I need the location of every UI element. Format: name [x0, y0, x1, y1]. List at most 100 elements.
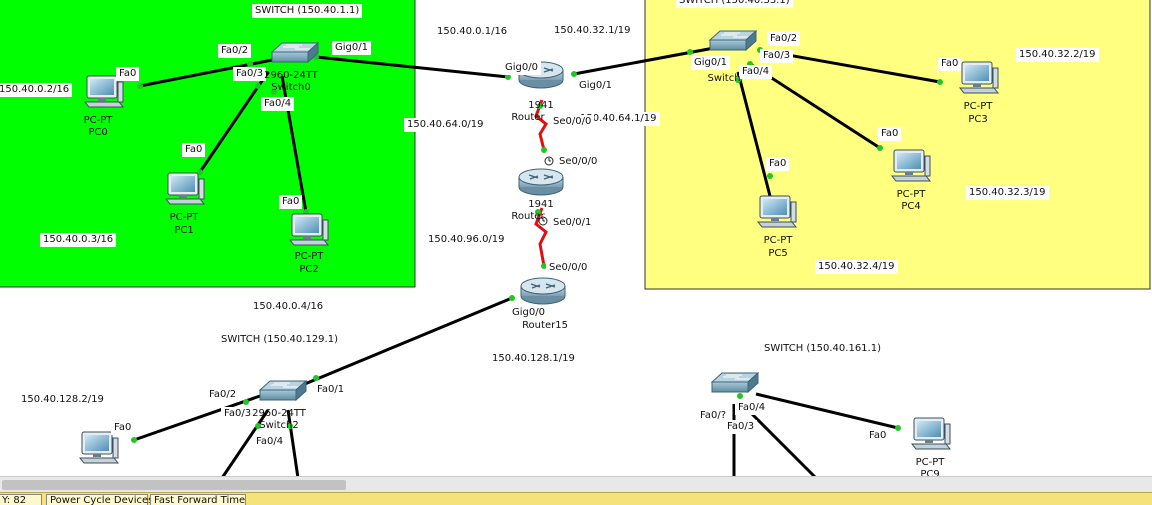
- bottom-toolbar: Y: 82 Power Cycle Devices Fast Forward T…: [0, 492, 1152, 505]
- r15-se000-label: Se0/0/0: [546, 261, 591, 275]
- pc5-fa0-label: Fa0: [766, 157, 790, 171]
- serial-router0-router1[interactable]: [534, 99, 548, 151]
- link-switch2-pc6[interactable]: [133, 394, 261, 442]
- s1-fa03-label: Fa0/3: [760, 49, 794, 63]
- link-switch0-router0[interactable]: [315, 55, 509, 79]
- pc1-ip-label: 150.40.0.3/16: [40, 233, 117, 247]
- pc3-fa0-label: Fa0: [938, 57, 962, 71]
- clock-icon: [544, 156, 554, 166]
- pc9-name: PC9: [920, 469, 940, 480]
- link-switch2-down-a[interactable]: [220, 409, 270, 479]
- switch2-title: SWITCH (150.40.129.1): [218, 333, 341, 347]
- switch0-model: 2960-24TT: [264, 70, 318, 81]
- fast-forward-time-button[interactable]: Fast Forward Time: [150, 494, 246, 505]
- pc4-type: PC-PT: [896, 189, 926, 200]
- s2-fa04-label: Fa0/4: [253, 435, 287, 449]
- s2-fa03-label: Fa0/3: [221, 407, 255, 421]
- pc0-name: PC0: [88, 127, 108, 138]
- router0-gig01-ip-label: 150.40.32.1/19: [551, 24, 634, 38]
- s1-gig01-label: Gig0/1: [691, 56, 730, 70]
- pc6-fa0-label: Fa0: [111, 421, 135, 435]
- pc4-name: PC4: [901, 201, 921, 212]
- link-switch1-pc5[interactable]: [736, 71, 772, 197]
- s3-fa02-label: Fa0/?: [697, 409, 730, 423]
- switch3-title: SWITCH (150.40.161.1): [761, 342, 884, 356]
- switch2-icon[interactable]: [259, 380, 307, 401]
- router15-name: Router15: [522, 320, 568, 331]
- scrollbar-thumb[interactable]: [2, 480, 346, 490]
- router1-model: 1941: [528, 199, 554, 210]
- switch2-model: 2960-24TT: [252, 408, 306, 419]
- s2-fa02-label: Fa0/2: [206, 388, 240, 402]
- s3-fa03-label: Fa0/3: [724, 420, 758, 434]
- r0-se000-label: Se0/0/0: [550, 115, 595, 129]
- s0-fa03-label: Fa0/3: [233, 67, 267, 81]
- pc2-ip-label: 150.40.0.4/16: [250, 300, 327, 314]
- switch3-icon[interactable]: [711, 372, 759, 393]
- s0-fa02-label: Fa0/2: [218, 44, 252, 58]
- r1-se000-label: Se0/0/0: [556, 155, 601, 169]
- s3-fa04-label: Fa0/4: [735, 401, 769, 415]
- router0-gig00-ip-label: 150.40.0.1/16: [434, 25, 511, 39]
- pc2-fa0-label: Fa0: [279, 195, 303, 209]
- horizontal-scrollbar[interactable]: [0, 476, 1152, 493]
- link-switch2-down-b[interactable]: [286, 409, 300, 479]
- router0-model: 1941: [528, 100, 554, 111]
- router15-gig00-ip-label: 150.40.128.1/19: [489, 352, 578, 366]
- pc0-fa0-label: Fa0: [116, 67, 140, 81]
- switch1-icon[interactable]: [709, 30, 757, 51]
- pc4-icon[interactable]: [891, 149, 931, 182]
- switch1-name: Switch: [707, 73, 741, 84]
- s1-fa04-label: Fa0/4: [739, 65, 773, 79]
- serial-net2-label: 150.40.96.0/19: [425, 233, 508, 247]
- r1-se001-label: Se0/0/1: [550, 216, 595, 230]
- s1-fa02-label: Fa0/2: [767, 32, 801, 46]
- pc4-fa0-label: Fa0: [878, 127, 902, 141]
- pc3-icon[interactable]: [959, 61, 999, 94]
- r0-gig00-label: Gig0/0: [502, 61, 541, 75]
- router0-se000-ip-label: 150.40.64.1/19: [577, 112, 660, 126]
- pc1-icon[interactable]: [165, 172, 205, 205]
- pc5-icon[interactable]: [757, 195, 797, 228]
- router1-name: Router: [511, 211, 545, 222]
- pc3-name: PC3: [968, 114, 988, 125]
- coordinate-readout: Y: 82: [0, 494, 42, 505]
- switch0-name: Switch0: [271, 82, 311, 93]
- pc1-name: PC1: [174, 225, 194, 236]
- pc9-icon[interactable]: [911, 417, 951, 450]
- s0-gig01-label: Gig0/1: [332, 41, 371, 55]
- pc0-type: PC-PT: [83, 115, 113, 126]
- switch0-icon[interactable]: [271, 42, 319, 63]
- router1-icon[interactable]: [518, 168, 564, 196]
- router0-name: Router: [511, 112, 545, 123]
- s2-fa01-label: Fa0/1: [314, 383, 348, 397]
- link-switch3-pc9[interactable]: [755, 392, 899, 430]
- pc1-fa0-label: Fa0: [182, 143, 206, 157]
- link-router15-switch2[interactable]: [299, 296, 513, 388]
- pc2-type: PC-PT: [294, 251, 324, 262]
- router15-icon[interactable]: [520, 277, 566, 305]
- s0-fa04-label: Fa0/4: [261, 97, 295, 111]
- pc2-name: PC2: [299, 264, 319, 275]
- pc5-type: PC-PT: [763, 235, 793, 246]
- pc3-type: PC-PT: [963, 101, 993, 112]
- pc9-fa0-label: Fa0: [866, 429, 890, 443]
- pc5-ip-label: 150.40.32.4/19: [815, 260, 898, 274]
- r15-gig00-label: Gig0/0: [509, 306, 548, 320]
- serial-router1-router15[interactable]: [534, 207, 548, 267]
- yellow-zone-title: SWITCH (150.40.33.1): [676, 0, 793, 8]
- pc6-ip-label: 150.40.128.2/19: [18, 393, 107, 407]
- pc0-ip-label: 150.40.0.2/16: [0, 83, 73, 97]
- pc3-ip-label: 150.40.32.2/19: [1016, 48, 1099, 62]
- r0-gig01-label: Gig0/1: [576, 79, 615, 93]
- green-zone-title: SWITCH (150.40.1.1): [252, 4, 363, 18]
- link-switch3-down-b[interactable]: [744, 406, 818, 480]
- switch2-name: Switch2: [259, 420, 299, 431]
- pc2-icon[interactable]: [289, 213, 329, 246]
- pc6-icon[interactable]: [79, 431, 119, 464]
- power-cycle-devices-button[interactable]: Power Cycle Devices: [46, 494, 153, 505]
- pc5-name: PC5: [768, 248, 788, 259]
- pc1-type: PC-PT: [169, 212, 199, 223]
- pc4-ip-label: 150.40.32.3/19: [966, 186, 1049, 200]
